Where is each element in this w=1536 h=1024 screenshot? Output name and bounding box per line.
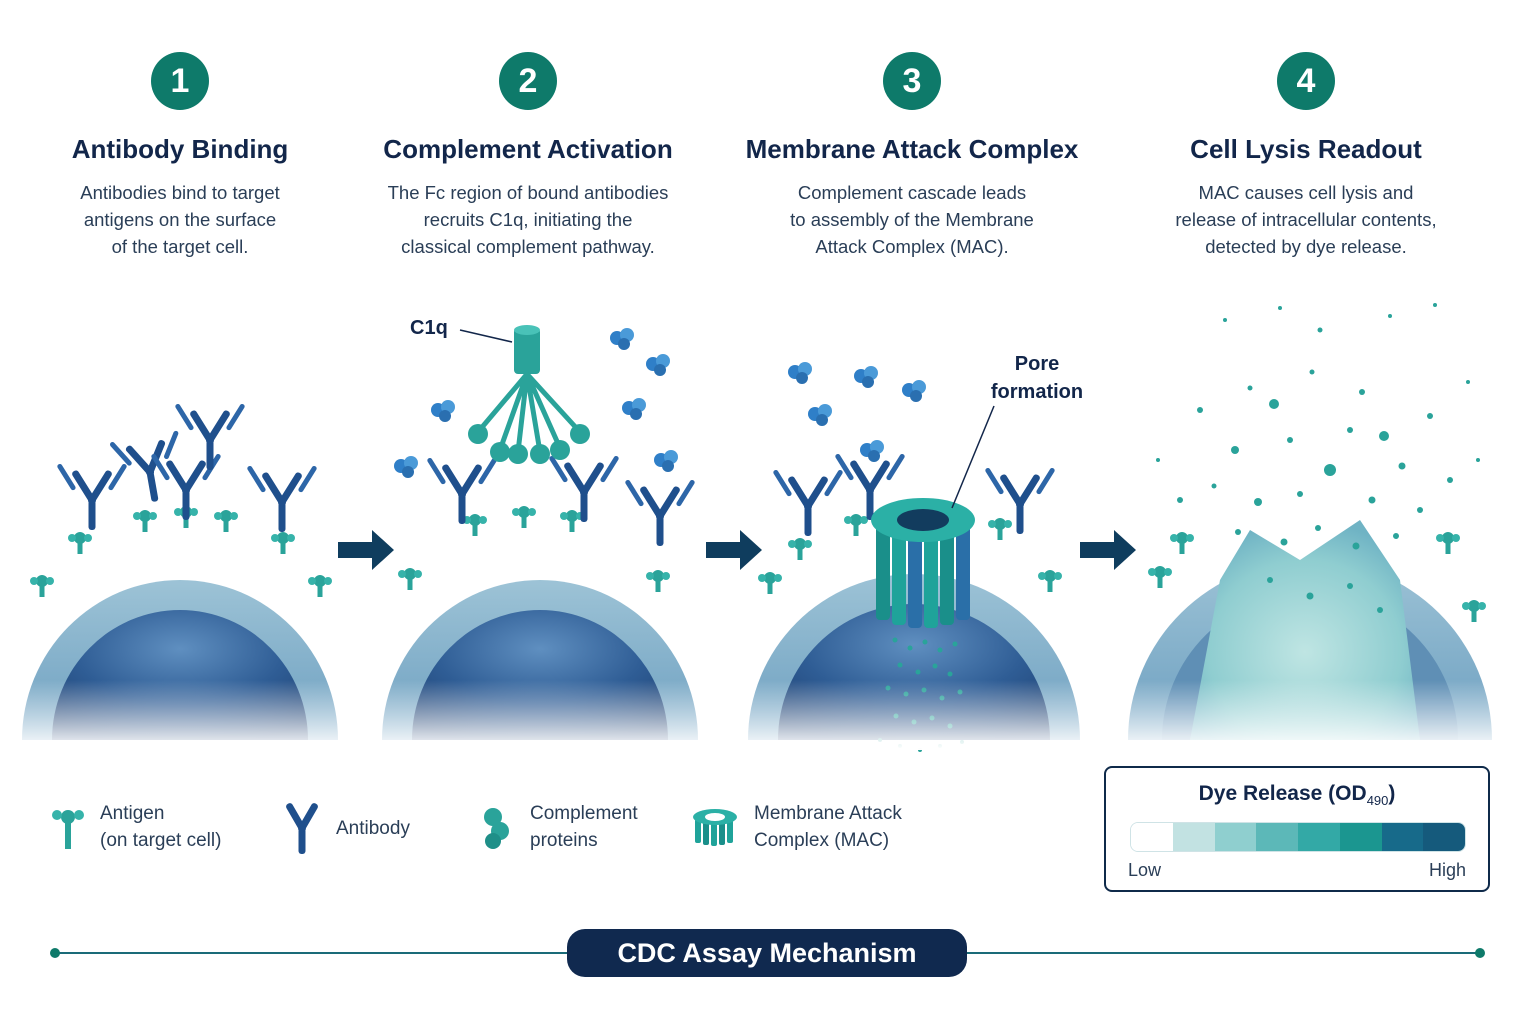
scale-segment <box>1381 823 1424 851</box>
legend-mac-label: Membrane Attack Complex (MAC) <box>754 800 902 854</box>
dye-color-scale-bar <box>1130 822 1466 852</box>
dye-title-subscript: 490 <box>1366 793 1389 809</box>
mac-pore <box>871 498 975 628</box>
scale-segment <box>1214 823 1257 851</box>
flow-arrow-2 <box>706 530 762 570</box>
step-3-description: Complement cascade leads to assembly of … <box>732 179 1092 260</box>
step-4: 4 Cell Lysis Readout MAC causes cell lys… <box>1126 52 1486 260</box>
legend-text-line: Complex (MAC) <box>754 830 890 851</box>
antigen-icon <box>52 810 84 849</box>
flow-arrow-1 <box>338 530 394 570</box>
pore-formation-label-line-1: Pore <box>1015 353 1059 375</box>
scale-segment <box>1298 823 1340 851</box>
step-1-desc-line: Antibodies bind to target <box>80 182 280 203</box>
scale-high-label: High <box>1428 860 1466 880</box>
legend-text-line: (on target cell) <box>100 830 222 851</box>
step-3-desc-line: Complement cascade leads <box>797 182 1027 203</box>
antibody-icon <box>286 803 318 854</box>
scale-low-label: Low <box>1128 860 1162 880</box>
step-1-desc-line: antigens on the surface <box>83 209 277 230</box>
dye-release-scale: Dye Release (OD490) Low High <box>1104 766 1490 892</box>
step-1-description: Antibodies bind to target antigens on th… <box>0 179 360 260</box>
flow-arrow-3 <box>1080 530 1136 570</box>
legend-complement: Complement proteins <box>476 800 638 854</box>
legend-antigen-label: Antigen (on target cell) <box>100 800 221 854</box>
legend-antibody: Antibody <box>282 800 410 856</box>
dye-title-text: Dye Release (OD <box>1198 782 1367 805</box>
pore-formation-label-line-2: formation <box>991 381 1083 403</box>
step-4-description: MAC causes cell lysis and release of int… <box>1126 179 1486 260</box>
legend-complement-label: Complement proteins <box>530 800 638 854</box>
scale-segment <box>1172 823 1215 851</box>
step-2: 2 Complement Activation The Fc region of… <box>348 52 708 260</box>
released-dye-particles <box>1156 303 1480 613</box>
step-4-desc-line: release of intracellular contents, <box>1175 209 1437 230</box>
legend-text-line: Antibody <box>336 817 410 839</box>
legend-text-line: Complement <box>530 803 638 824</box>
c1q-label: C1q <box>410 317 448 339</box>
scale-segment <box>1256 823 1298 851</box>
step-2-description: The Fc region of bound antibodies recrui… <box>348 179 708 260</box>
cell-2-complement-activation: C1q <box>382 317 698 740</box>
legend-antibody-label: Antibody <box>336 815 410 842</box>
step-1-desc-line: of the target cell. <box>111 236 249 257</box>
step-4-title: Cell Lysis Readout <box>1190 134 1422 164</box>
scale-segment <box>1423 823 1465 851</box>
step-1: 1 Antibody Binding Antibodies bind to ta… <box>0 52 360 260</box>
mechanism-illustration: C1q <box>0 303 1536 752</box>
dye-release-title: Dye Release (OD490) <box>1106 782 1488 808</box>
step-1-title: Antibody Binding <box>71 134 289 164</box>
step-3-title: Membrane Attack Complex <box>745 134 1079 164</box>
step-3-number-badge: 3 <box>883 52 941 110</box>
legend-mac: Membrane Attack Complex (MAC) <box>690 800 902 854</box>
legend-text-line: proteins <box>530 830 598 851</box>
footer-title-badge: CDC Assay Mechanism <box>567 929 967 977</box>
legend-text-line: Antigen <box>100 803 165 824</box>
step-2-desc-line: recruits C1q, initiating the <box>423 209 633 230</box>
step-2-desc-line: The Fc region of bound antibodies <box>387 182 669 203</box>
step-2-desc-line: classical complement pathway. <box>401 236 655 257</box>
cell-4-lysis <box>1128 303 1492 740</box>
step-2-title: Complement Activation <box>383 134 673 164</box>
step-2-number-badge: 2 <box>499 52 557 110</box>
step-3-desc-line: Attack Complex (MAC). <box>815 236 1009 257</box>
legend-text-line: Membrane Attack <box>754 803 902 824</box>
step-3: 3 Membrane Attack Complex Complement cas… <box>732 52 1092 260</box>
c1q-molecule <box>468 325 590 464</box>
step-4-number-badge: 4 <box>1277 52 1335 110</box>
dye-title-suffix: ) <box>1388 782 1396 805</box>
step-4-desc-line: MAC causes cell lysis and <box>1198 182 1414 203</box>
scale-segment <box>1339 823 1382 851</box>
step-3-desc-line: to assembly of the Membrane <box>790 209 1034 230</box>
step-4-desc-line: detected by dye release. <box>1205 236 1407 257</box>
complement-icon <box>484 808 509 849</box>
step-1-number-badge: 1 <box>151 52 209 110</box>
legend-antigen: Antigen (on target cell) <box>50 800 221 854</box>
mac-icon <box>693 809 737 846</box>
scale-segment <box>1131 823 1173 851</box>
